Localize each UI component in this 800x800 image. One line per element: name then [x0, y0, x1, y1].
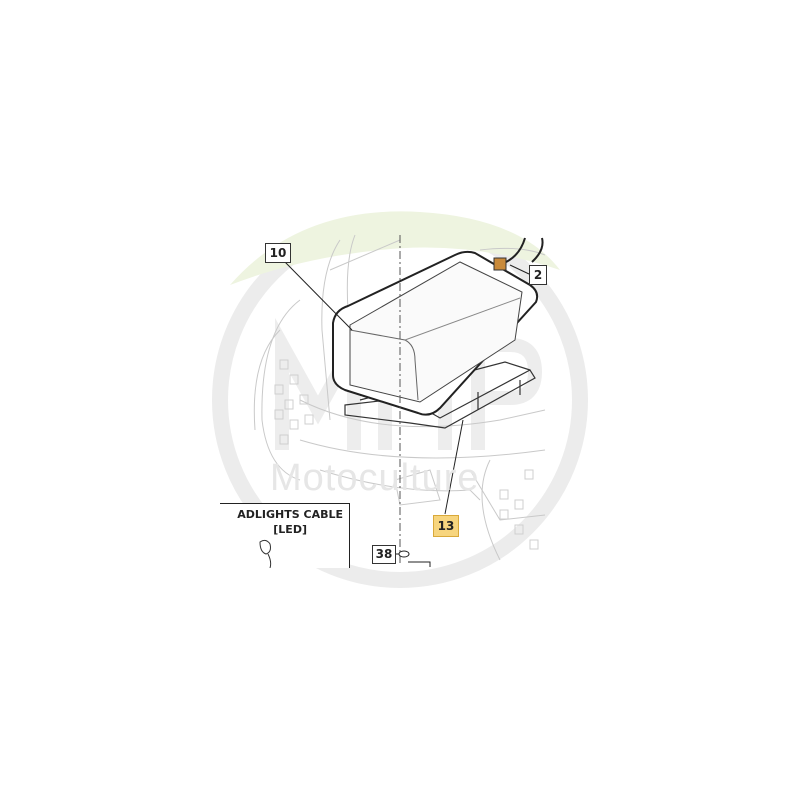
logo-letter-p [471, 338, 543, 450]
inset-title-line2: [LED] [273, 523, 307, 536]
leader-13 [444, 419, 464, 515]
callout-2[interactable]: 2 [529, 265, 547, 285]
callout-10[interactable]: 10 [265, 243, 291, 263]
tire-treads [274, 359, 539, 550]
leader-10 [284, 261, 353, 331]
headlights-cable-inset: ADLIGHTS CABLE [LED] [220, 503, 350, 568]
inset-title: ADLIGHTS CABLE [LED] [237, 507, 343, 537]
leader-2 [509, 264, 530, 275]
headlight-cable-drawing [259, 539, 272, 568]
watermark-subtitle: Motoculture [270, 457, 480, 499]
callout-38[interactable]: 38 [372, 545, 396, 564]
washer-part-38 [398, 550, 410, 558]
wire-harness [505, 237, 544, 263]
hood-part-10 [332, 250, 539, 416]
watermark-leaf [230, 211, 560, 285]
tractor-outline [253, 234, 546, 561]
callout-13[interactable]: 13 [433, 515, 459, 537]
inset-title-line1: ADLIGHTS CABLE [237, 508, 343, 521]
connector-part-2 [493, 257, 507, 271]
